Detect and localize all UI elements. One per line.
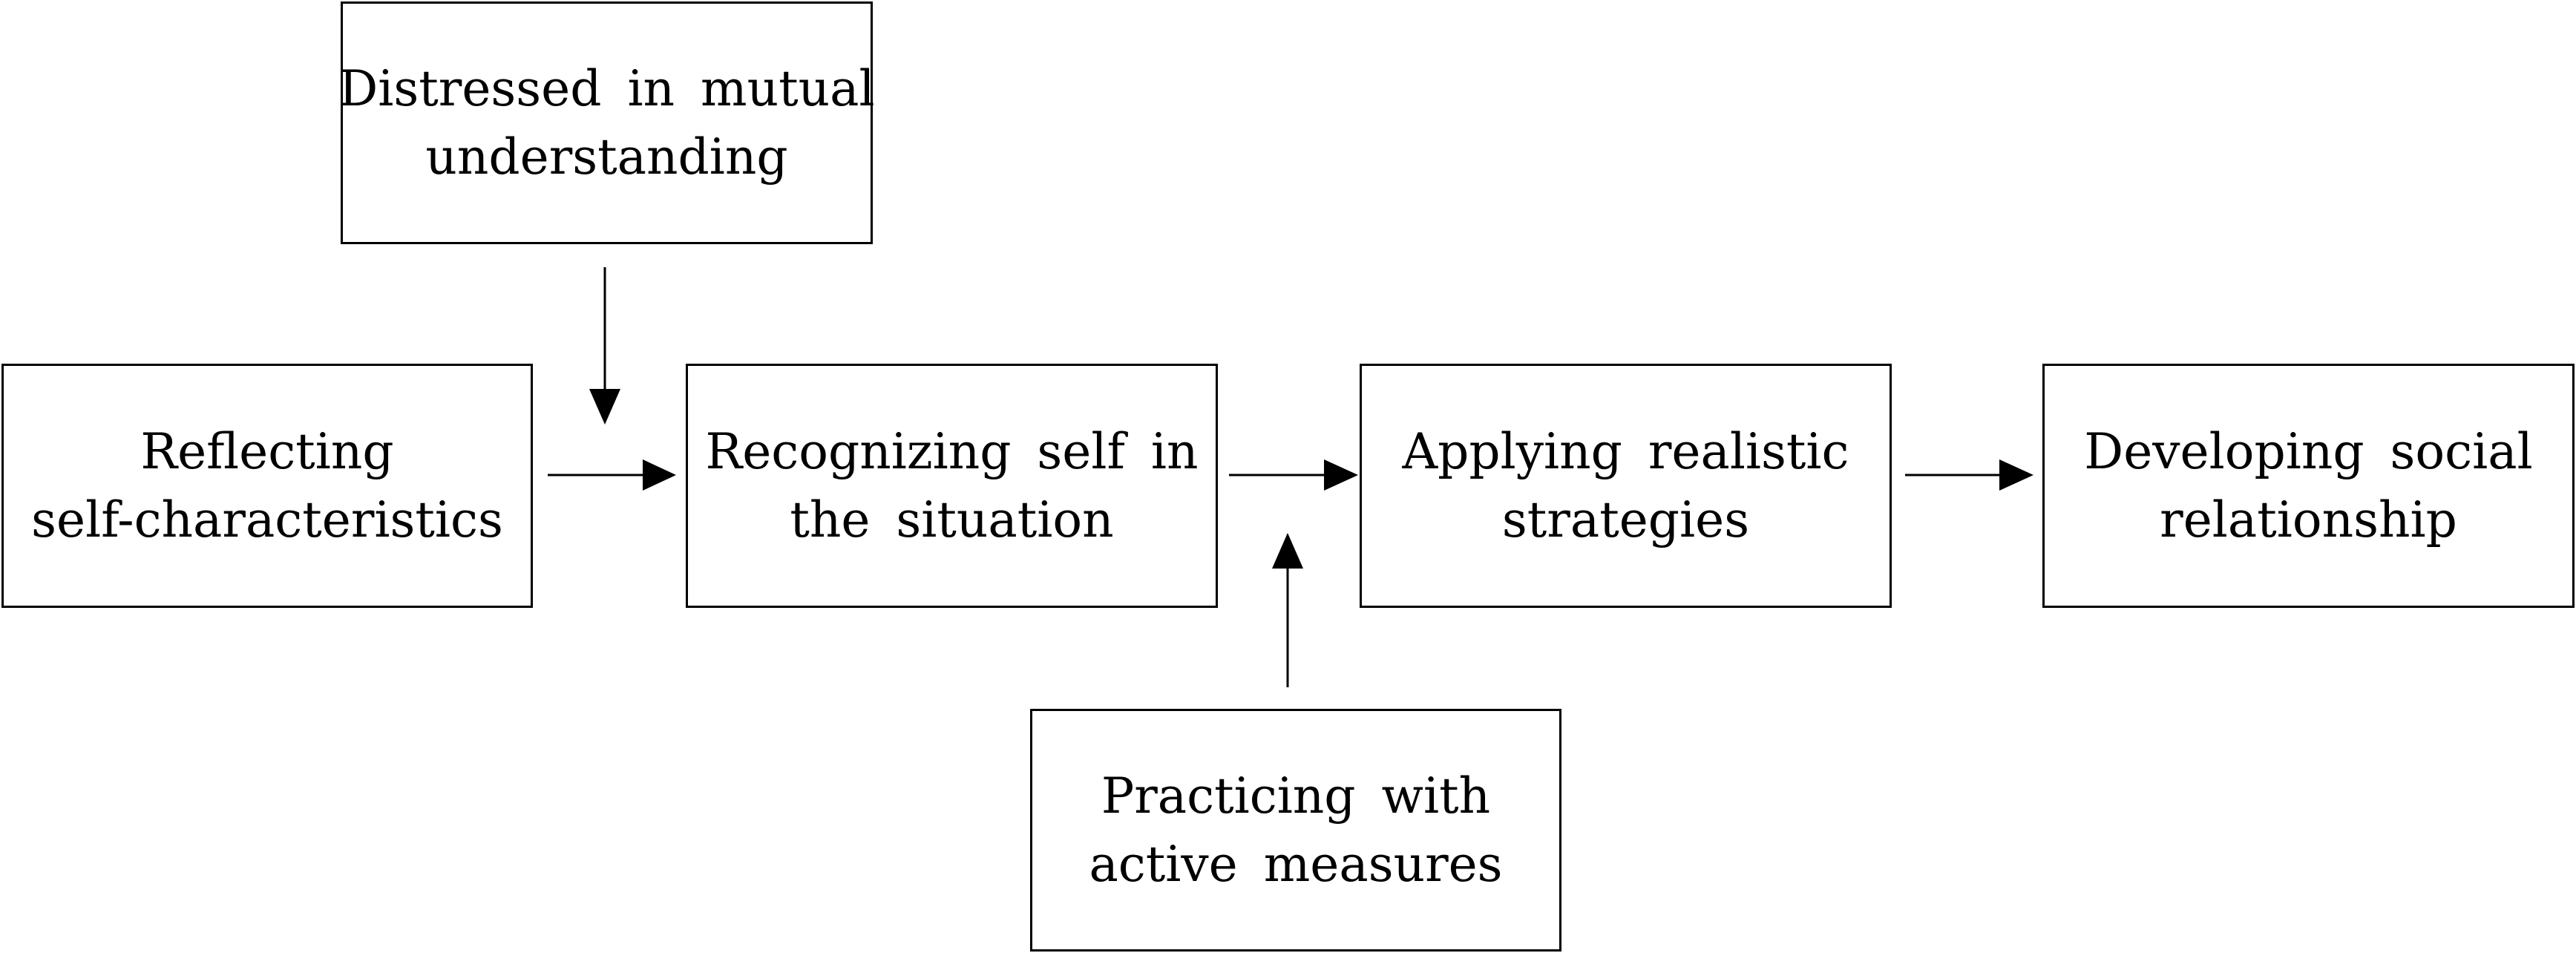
node-label-line-2: active measures: [1089, 835, 1503, 893]
node-label-line-2: relationship: [2160, 491, 2457, 548]
node-label-line-1: Applying realistic: [1402, 422, 1849, 480]
node-label-line-2: the situation: [790, 491, 1114, 548]
arrow-applying-to-developing: [1905, 459, 2033, 491]
node-label: Reflecting self-characteristics: [9, 418, 525, 554]
node-label-line-2: strategies: [1501, 491, 1750, 548]
node-label: Developing social relationship: [2062, 418, 2554, 554]
node-applying-realistic-strategies: Applying realistic strategies: [1360, 364, 1892, 608]
node-reflecting-self-characteristics: Reflecting self-characteristics: [1, 364, 533, 608]
node-label-line-1: Recognizing self in: [705, 422, 1199, 480]
node-label: Practicing with active measures: [1066, 762, 1524, 899]
node-distressed-mutual-understanding: Distressed in mutual understanding: [338, 1, 875, 244]
node-recognizing-self: Recognizing self in the situation: [686, 364, 1218, 608]
node-label-line-1: Distressed in mutual: [338, 59, 875, 117]
arrow-practicing-up: [1272, 533, 1303, 687]
node-label-line-1: Reflecting: [140, 422, 394, 480]
node-label-line-2: understanding: [425, 128, 788, 186]
node-developing-social-relationship: Developing social relationship: [2042, 364, 2575, 608]
node-label-line-1: Practicing with: [1101, 767, 1491, 825]
arrow-distressed-down: [589, 267, 620, 425]
arrow-recognizing-to-applying: [1229, 459, 1358, 491]
node-label: Distressed in mutual understanding: [316, 55, 897, 191]
node-label: Recognizing self in the situation: [684, 418, 1221, 554]
node-label-line-2: self-characteristics: [31, 491, 503, 548]
node-practicing-active-measures: Practicing with active measures: [1030, 709, 1561, 952]
node-label-line-1: Developing social: [2084, 422, 2533, 480]
node-label: Applying realistic strategies: [1380, 418, 1871, 554]
arrow-reflecting-to-recognizing: [548, 459, 676, 491]
